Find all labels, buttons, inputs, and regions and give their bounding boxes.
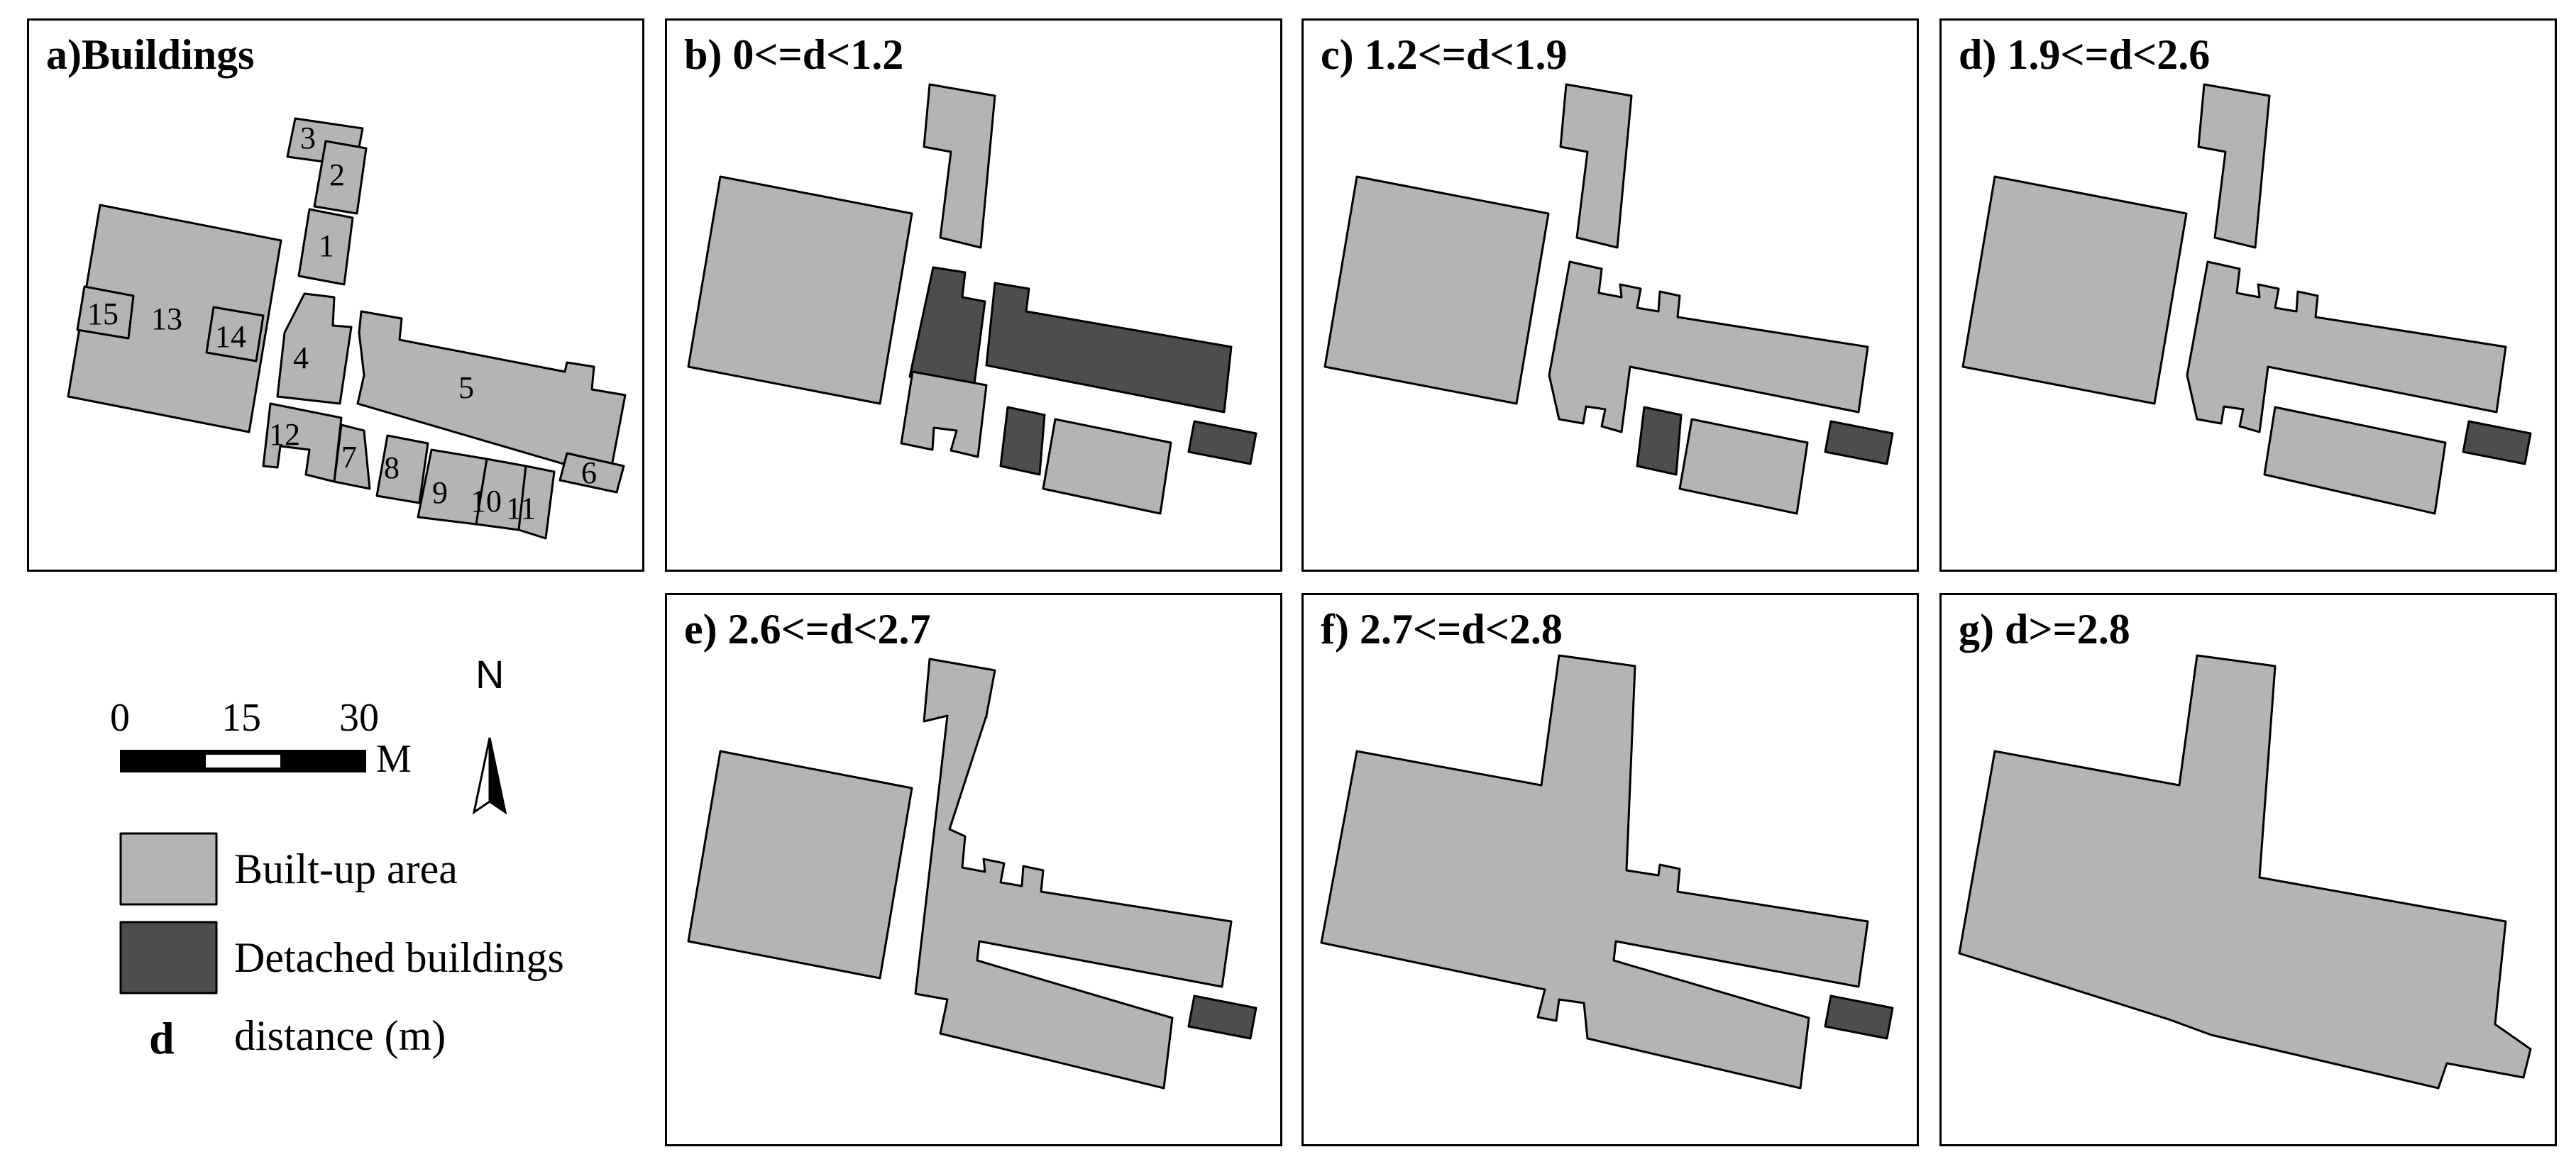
building-13 — [67, 204, 282, 433]
map-d — [1961, 83, 2532, 515]
building-number: 9 — [432, 475, 448, 510]
built-up-area — [1323, 175, 1550, 405]
panel-title: f) 2.7<=d<2.8 — [1321, 606, 1563, 653]
building-number: 7 — [341, 440, 357, 475]
panel-c: c) 1.2<=d<1.9 — [1301, 18, 1919, 572]
detached-building — [908, 266, 986, 391]
building-number: 3 — [300, 121, 316, 155]
panel-title: b) 0<=d<1.2 — [684, 31, 904, 78]
scale-bar: 0 15 30 M — [110, 696, 412, 781]
built-up-area — [1961, 175, 2188, 405]
building-number: 15 — [87, 297, 119, 331]
detached-building — [1824, 420, 1894, 465]
built-up-area — [2263, 406, 2447, 515]
detached-building — [1187, 995, 1257, 1040]
built-up-area — [923, 83, 996, 249]
panel-title: a)Buildings — [46, 31, 255, 78]
built-up-area — [1678, 418, 1809, 515]
panel-title: c) 1.2<=d<1.9 — [1321, 31, 1568, 78]
built-up-area — [2197, 83, 2271, 249]
detached-building — [999, 406, 1046, 476]
panel-title: e) 2.6<=d<2.7 — [684, 606, 931, 653]
built-up-area — [687, 750, 913, 980]
scale-tick-label: 15 — [221, 696, 261, 740]
built-up-area — [914, 658, 1233, 1090]
built-up-area — [1548, 260, 1869, 433]
building-number: 13 — [151, 301, 182, 336]
north-label: N — [475, 652, 504, 697]
building-2 — [313, 140, 368, 215]
building-number: 11 — [506, 491, 536, 526]
built-up-area — [1320, 654, 1869, 1090]
detached-building — [1824, 995, 1894, 1040]
panel-e: e) 2.6<=d<2.7 — [665, 593, 1282, 1146]
detached-building — [1636, 406, 1683, 476]
building-number: 5 — [458, 370, 474, 405]
legend-label-distance: distance (m) — [234, 1012, 446, 1059]
legend-label-built-up: Built-up area — [234, 846, 458, 892]
north-arrow-icon: N — [472, 652, 507, 815]
building-number: 14 — [215, 319, 246, 354]
building-14 — [205, 306, 265, 362]
building-number: 2 — [329, 157, 345, 192]
built-up-area — [1042, 418, 1172, 515]
detached-building — [2462, 420, 2532, 465]
building-number: 8 — [384, 450, 400, 485]
building-5 — [356, 310, 627, 479]
detached-building — [985, 282, 1233, 414]
built-up-area — [687, 175, 913, 405]
building-4 — [276, 292, 353, 405]
building-7 — [333, 423, 371, 490]
built-up-area — [900, 370, 988, 458]
building-6 — [558, 452, 625, 494]
legend-label-detached: Detached buildings — [234, 934, 564, 981]
legend-item-distance: d distance (m) — [149, 1012, 446, 1063]
panel-title: d) 1.9<=d<2.6 — [1959, 31, 2211, 78]
map-c — [1323, 83, 1894, 515]
panel-d: d) 1.9<=d<2.6 — [1939, 18, 2557, 572]
map-g — [1958, 654, 2532, 1090]
legend-item-built-up: Built-up area — [119, 832, 458, 906]
building-number: 6 — [581, 455, 597, 490]
built-up-area — [2186, 260, 2507, 433]
detached-swatch — [119, 921, 218, 995]
building-15 — [76, 285, 135, 340]
distance-symbol: d — [149, 1013, 175, 1063]
building-number: 12 — [269, 417, 300, 452]
building-8 — [375, 434, 429, 504]
built-up-swatch — [119, 832, 218, 906]
building-number: 1 — [319, 228, 334, 263]
panel-f: f) 2.7<=d<2.8 — [1301, 593, 1919, 1146]
panel-g: g) d>=2.8 — [1939, 593, 2557, 1146]
panel-buildings: 1 2 3 4 5 6 7 8 9 10 11 12 13 14 15 a)Bu… — [27, 18, 644, 572]
buildings-map: 1 2 3 4 5 6 7 8 9 10 11 12 13 14 15 — [67, 117, 627, 540]
built-up-area — [1559, 83, 1633, 249]
map-f — [1320, 654, 1894, 1090]
building-number: 10 — [470, 484, 502, 519]
legend-item-detached: Detached buildings — [119, 921, 564, 995]
scale-tick-label: 0 — [110, 696, 130, 740]
panel-title: g) d>=2.8 — [1959, 606, 2130, 653]
built-up-area — [1958, 654, 2532, 1090]
detached-building — [1187, 420, 1257, 465]
map-b — [687, 83, 1257, 515]
scale-unit: M — [376, 737, 412, 781]
building-1 — [297, 208, 354, 286]
panel-b: b) 0<=d<1.2 — [665, 18, 1282, 572]
building-number: 4 — [293, 340, 309, 375]
legend: 0 15 30 M N Built-up area Detached build… — [110, 652, 564, 1063]
building-11 — [517, 465, 556, 540]
scale-tick-label: 30 — [339, 696, 379, 740]
map-e — [687, 658, 1257, 1090]
